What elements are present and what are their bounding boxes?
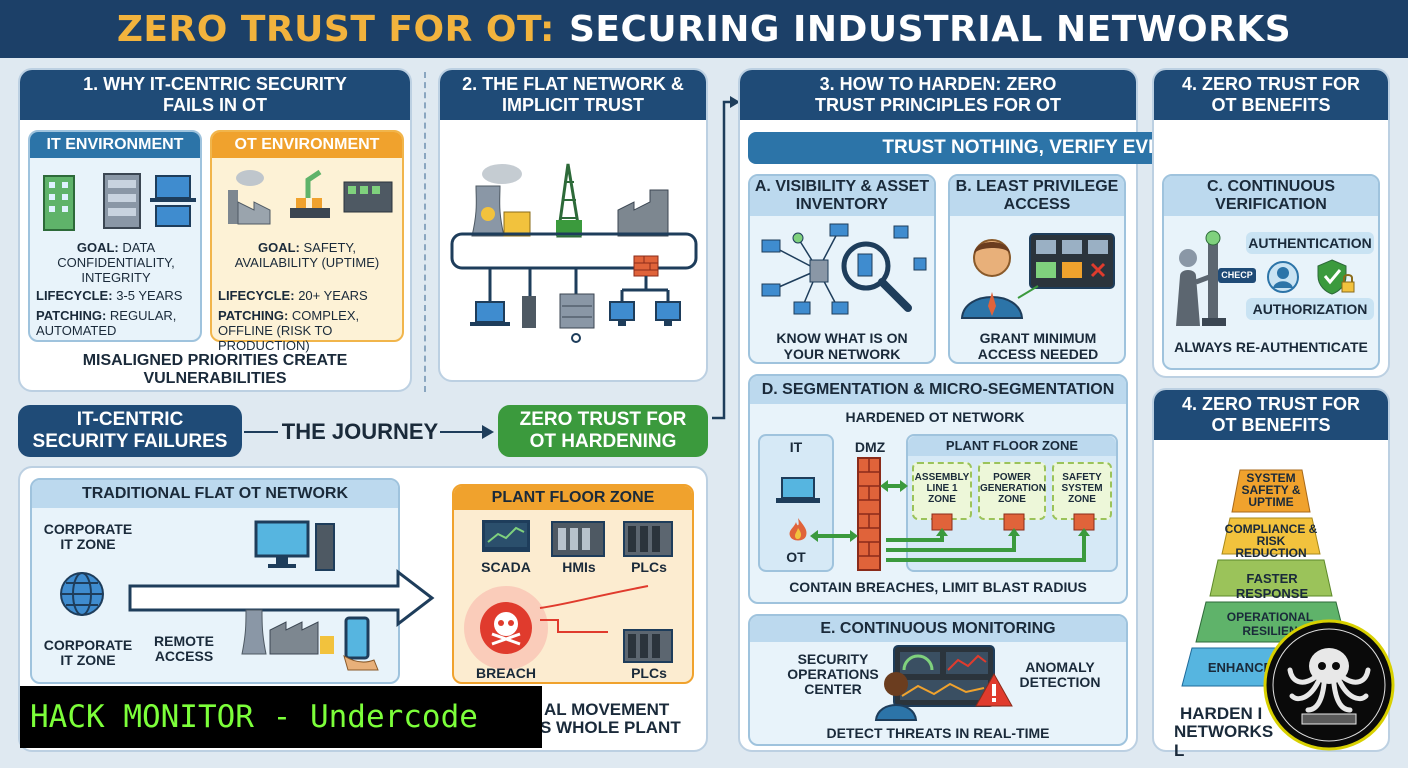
shield-check-icon — [1317, 259, 1355, 295]
it-environment-title: IT ENVIRONMENT — [30, 132, 200, 158]
magnifier-icon — [761, 223, 927, 315]
computer-icon — [254, 520, 335, 571]
zone-power-label: POWER GENERATION ZONE — [980, 472, 1046, 505]
journey-line-left — [244, 431, 278, 433]
zone-assembly-label: ASSEMBLY LINE 1 ZONE — [914, 472, 970, 505]
scada-icon — [482, 520, 530, 552]
flat-network-box — [30, 478, 400, 684]
journey-start: IT-CENTRIC SECURITY FAILURES — [18, 405, 242, 457]
ot-lifecycle: LIFECYCLE: 20+ YEARS — [218, 288, 368, 303]
laptop-icon — [776, 477, 820, 503]
it-goal: GOAL: DATA CONFIDENTIALITY, INTEGRITY — [57, 240, 175, 285]
section-4b-footer-2: NETWORKS L — [1174, 722, 1274, 760]
remote-access-label: REMOTE ACCESS — [154, 633, 214, 664]
section-4a-title: 4. ZERO TRUST FOR OT BENEFITS — [1154, 70, 1388, 120]
section-divider — [424, 72, 426, 392]
ot-factory-icon — [228, 169, 393, 225]
ot-environment-card — [210, 130, 404, 342]
checkpoint-label: CHECP — [1218, 268, 1256, 283]
user-icon — [1267, 261, 1299, 293]
page-title: ZERO TRUST FOR OT: SECURING INDUSTRIAL N… — [0, 0, 1408, 58]
watermark-banner: HACK MONITOR - Undercode — [20, 686, 542, 748]
breach-skull-icon — [464, 585, 649, 670]
anomaly-label: ANOMALY DETECTION — [1019, 659, 1101, 690]
journey-label: THE JOURNEY — [281, 419, 439, 444]
mobile-phone-icon — [343, 616, 379, 671]
corporate-it-zone-2: CORPORATE IT ZONE — [43, 637, 133, 668]
dmz-firewall-icon — [857, 457, 881, 571]
authentication-badge: AUTHENTICATION — [1246, 232, 1374, 254]
scada-label: SCADA — [481, 559, 531, 575]
pyramid-tier-2: COMPLIANCE & RISK REDUCTION — [1224, 522, 1318, 560]
hmis-label: HMIs — [562, 559, 596, 575]
plc-icon-2 — [623, 629, 673, 663]
breach-label: BREACH — [476, 665, 536, 681]
section-3-title: 3. HOW TO HARDEN: ZERO TRUST PRINCIPLES … — [740, 70, 1136, 120]
ot-zone-label: OT — [786, 549, 806, 565]
least-privilege-caption: GRANT MINIMUM ACCESS NEEDED — [977, 330, 1099, 362]
least-privilege-title: B. LEAST PRIVILEGE ACCESS — [950, 176, 1124, 216]
person-with-screen-icon — [960, 233, 1115, 319]
segmentation-caption: CONTAIN BREACHES, LIMIT BLAST RADIUS — [789, 579, 1087, 595]
ot-environment-title: OT ENVIRONMENT — [212, 132, 402, 158]
pyramid-tier-4: OPERATIONAL RESILIEN — [1226, 610, 1314, 638]
zone-assembly — [912, 462, 972, 520]
pyramid-tier-3: FASTER RESPONSE — [1235, 571, 1309, 601]
lateral-movement-caption-1: AL MOVEMENT — [544, 700, 670, 719]
visibility-caption: KNOW WHAT IS ON YOUR NETWORK — [776, 330, 908, 362]
plant-icon — [241, 609, 334, 655]
section-2-title: 2. THE FLAT NETWORK & IMPLICIT TRUST — [440, 70, 706, 120]
monitoring-title: E. CONTINUOUS MONITORING — [750, 616, 1126, 642]
it-zone-label: IT — [789, 439, 803, 455]
it-lifecycle: LIFECYCLE: 3-5 YEARS — [36, 288, 183, 303]
ot-patching: PATCHING: COMPLEX, OFFLINE (RISK TO PROD… — [218, 308, 360, 353]
title-main: SECURING INDUSTRIAL NETWORKS — [568, 8, 1292, 50]
hmi-icon — [551, 521, 605, 557]
plc-icon — [623, 521, 673, 557]
monitoring-caption: DETECT THREATS IN REAL-TIME — [826, 725, 1050, 741]
visibility-title: A. VISIBILITY & ASSET INVENTORY — [750, 176, 934, 216]
pyramid-tier-1: SYSTEM SAFETY & UPTIME — [1241, 471, 1301, 509]
micro-segmentation-arrows — [810, 480, 1095, 562]
zone-safety-label: SAFETY SYSTEM ZONE — [1061, 472, 1103, 505]
segmentation-title: D. SEGMENTATION & MICRO-SEGMENTATION — [750, 376, 1126, 404]
section-4b-title: 4. ZERO TRUST FOR OT BENEFITS — [1154, 390, 1388, 440]
journey-arrow — [440, 425, 494, 439]
checkpoint-icon — [1176, 230, 1226, 326]
journey-end: ZERO TRUST FOR OT HARDENING — [498, 405, 708, 457]
verification-caption: ALWAYS RE-AUTHENTICATE — [1174, 339, 1368, 355]
plant-floor-title: PLANT FLOOR ZONE — [454, 486, 692, 510]
ot-goal: GOAL: SAFETY, AVAILABILITY (UPTIME) — [234, 240, 380, 270]
octopus-logo — [1263, 619, 1395, 751]
soc-monitor-icon — [874, 645, 1013, 721]
it-patching: PATCHING: REGULAR, AUTOMATED — [36, 308, 177, 338]
flow-arrow-2-to-3 — [712, 96, 740, 420]
authorization-badge: AUTHORIZATION — [1246, 298, 1374, 320]
lateral-movement-caption-2: S WHOLE PLANT — [540, 718, 681, 737]
section-1-title: 1. WHY IT-CENTRIC SECURITY FAILS IN OT — [20, 70, 410, 120]
section-4b-footer-1: HARDEN I — [1180, 704, 1263, 723]
plcs-label-1: PLCs — [631, 559, 667, 575]
corporate-it-zone-1: CORPORATE IT ZONE — [43, 521, 133, 552]
section-1-footer: MISALIGNED PRIORITIES CREATE VULNERABILI… — [82, 352, 348, 387]
hardened-network-label: HARDENED OT NETWORK — [845, 409, 1025, 425]
big-flow-arrow — [128, 568, 435, 628]
title-accent: ZERO TRUST FOR OT: — [116, 8, 555, 50]
plant-floor-zone-title: PLANT FLOOR ZONE — [908, 436, 1116, 456]
soc-label: SECURITY OPERATIONS CENTER — [787, 651, 879, 697]
fire-icon — [789, 518, 807, 541]
globe-icon — [60, 572, 104, 616]
it-environment-card — [28, 130, 202, 342]
dmz-label: DMZ — [854, 439, 886, 455]
it-office-icon — [43, 173, 196, 231]
verification-title: C. CONTINUOUS VERIFICATION — [1164, 176, 1378, 216]
flat-network-diagram — [450, 163, 698, 343]
flat-network-title: TRADITIONAL FLAT OT NETWORK — [32, 480, 398, 508]
pyramid-tier-5: ENHANCE — [1207, 660, 1273, 675]
plcs-label-2: PLCs — [631, 665, 667, 681]
